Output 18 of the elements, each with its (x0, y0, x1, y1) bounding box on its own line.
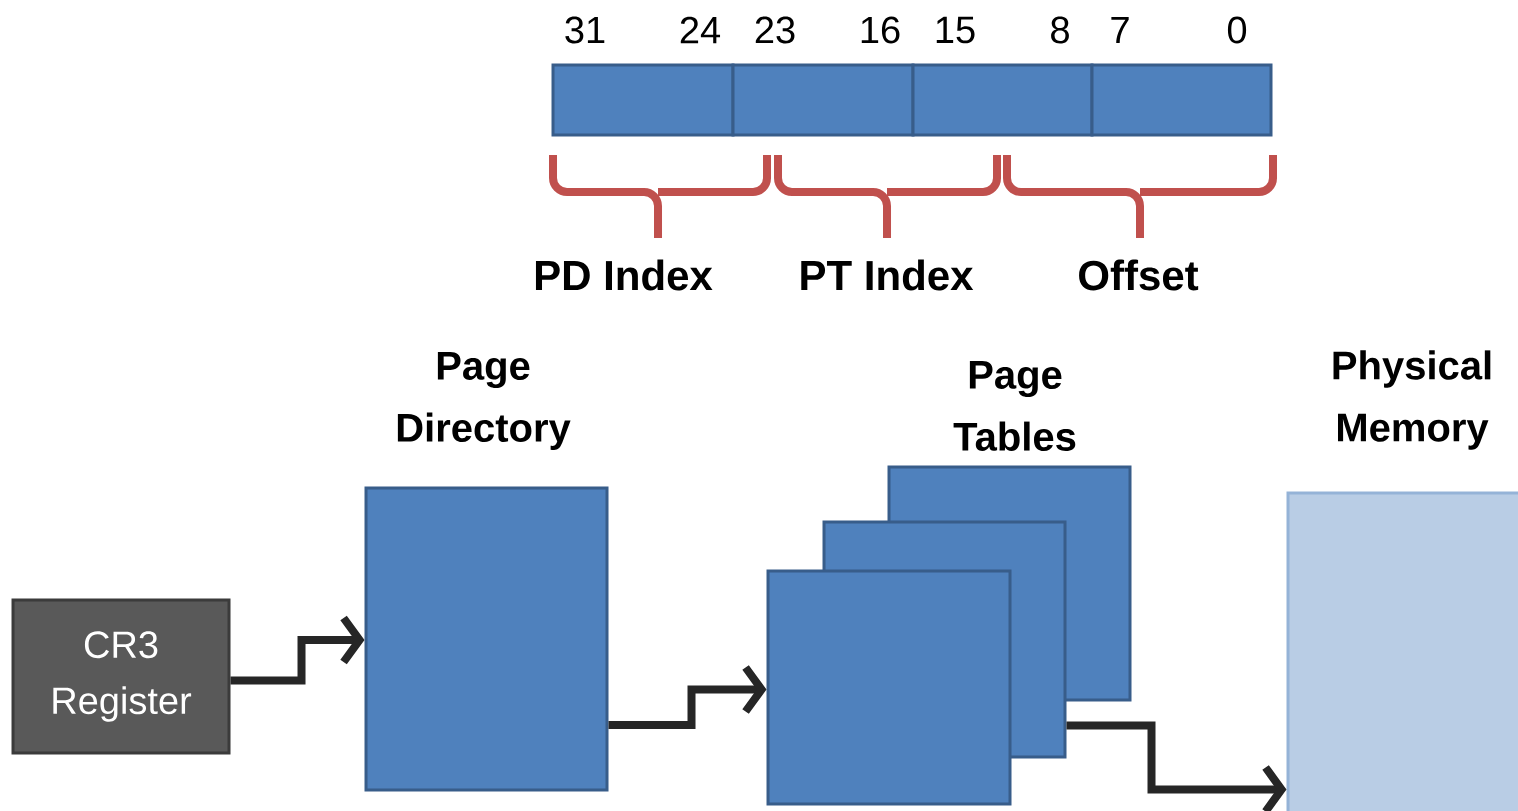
field-label: PT Index (801, 259, 974, 291)
register-box: CR3 Register (11, 598, 231, 755)
bit-number: 24 (680, 16, 721, 44)
heading: Page Directory (397, 352, 571, 450)
bit-number: 16 (861, 16, 900, 44)
bit-number: 31 (565, 16, 605, 44)
table-box (364, 486, 609, 792)
field-label: Offset (1079, 259, 1199, 291)
memory-box (1286, 491, 1518, 811)
bit-number: 15 (936, 16, 975, 44)
heading: Physical Memory (1333, 350, 1491, 450)
heading: Page Tables (953, 361, 1076, 451)
bit-number: 0 (1227, 16, 1247, 44)
table-box (766, 569, 1012, 806)
bit-number: 23 (755, 16, 795, 44)
bit-number: 7 (1111, 16, 1129, 44)
field-label: PD Index (535, 259, 713, 291)
bit-number: 8 (1051, 16, 1069, 44)
